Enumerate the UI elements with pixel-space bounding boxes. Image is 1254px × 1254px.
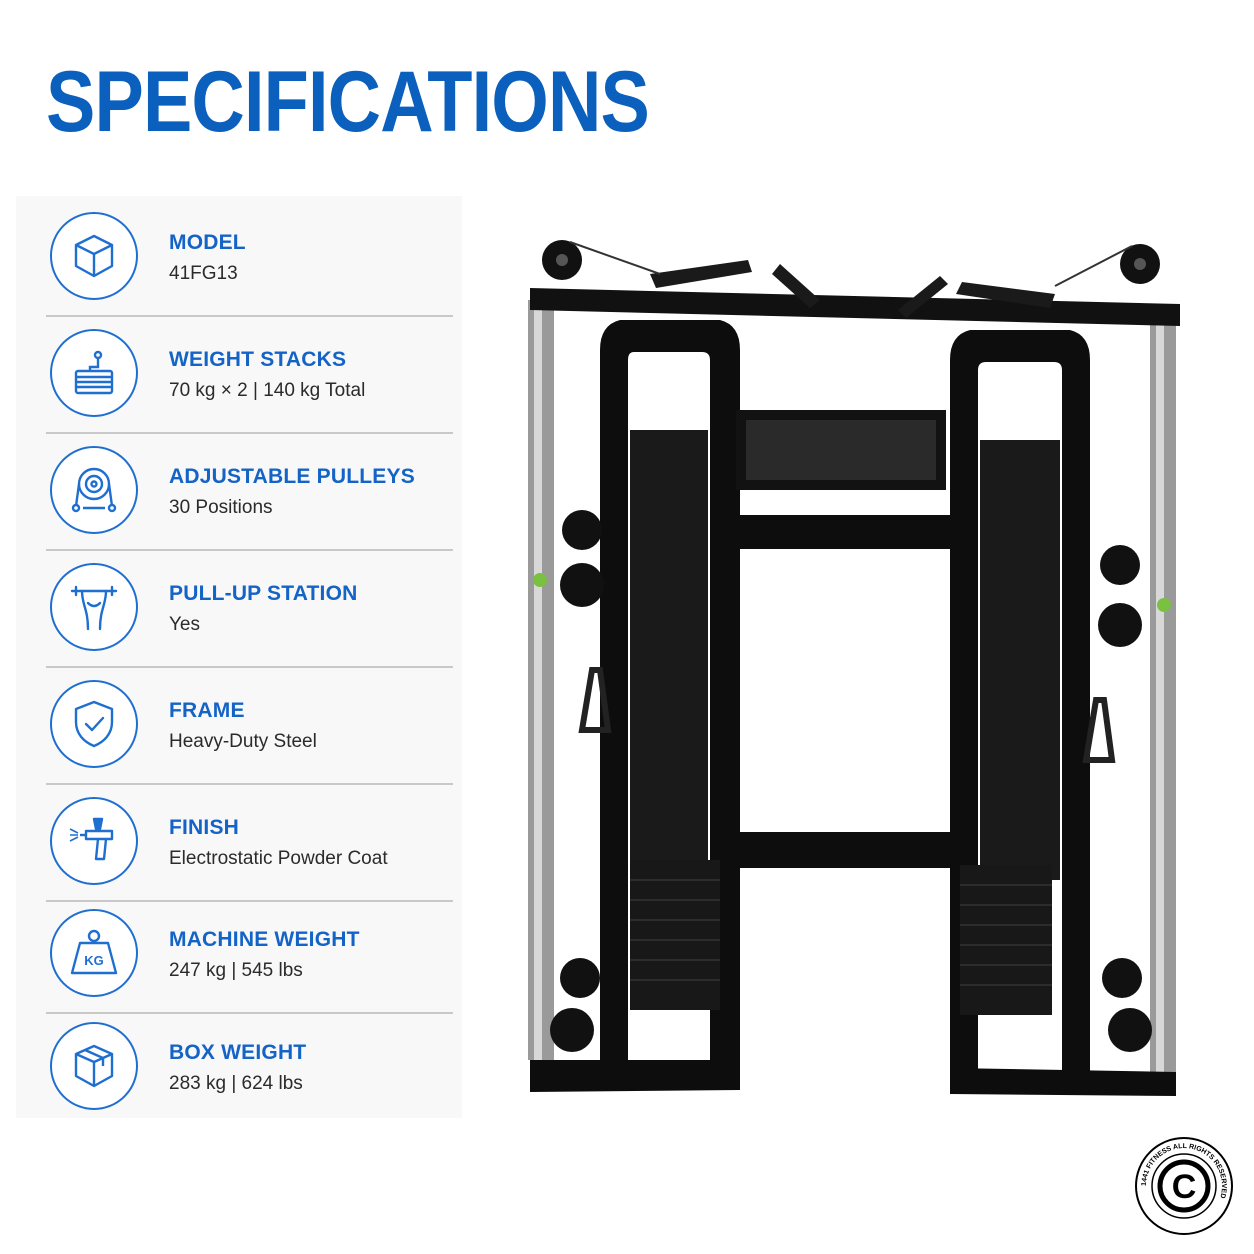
spec-value: 247 kg | 545 lbs: [169, 960, 303, 981]
spec-value: 30 Positions: [169, 497, 273, 518]
spec-value: 283 kg | 624 lbs: [169, 1073, 303, 1094]
page-title: SPECIFICATIONS: [46, 54, 650, 150]
cube-icon: [50, 212, 138, 300]
pull-up-bar-icon: [50, 563, 138, 651]
divider: [46, 432, 453, 434]
spec-value: Heavy-Duty Steel: [169, 731, 317, 752]
spec-row-box-weight: BOX WEIGHT 283 kg | 624 lbs: [46, 1010, 453, 1127]
kg-label: KG: [84, 953, 104, 968]
spec-row-weight-stacks: WEIGHT STACKS 70 kg × 2 | 140 kg Total: [46, 317, 453, 434]
divider: [46, 549, 453, 551]
spec-row-model: MODEL 41FG13: [46, 200, 453, 317]
spec-label: WEIGHT STACKS: [169, 348, 347, 371]
divider: [46, 315, 453, 317]
divider: [46, 783, 453, 785]
spec-row-pull-up-station: PULL-UP STATION Yes: [46, 551, 453, 668]
spec-value: Yes: [169, 614, 200, 635]
seal-symbol: C: [1172, 1168, 1197, 1206]
spec-label: FINISH: [169, 816, 240, 839]
spec-row-finish: FINISH Electrostatic Powder Coat: [46, 785, 453, 902]
box-icon: [50, 1022, 138, 1110]
spec-label: PULL-UP STATION: [169, 582, 358, 605]
divider: [46, 1012, 453, 1014]
copyright-seal-icon: 1441 FITNESS ALL RIGHTS RESERVED C: [1135, 1137, 1233, 1235]
spec-label: MODEL: [169, 231, 246, 254]
spec-label: ADJUSTABLE PULLEYS: [169, 465, 415, 488]
pulley-icon: [50, 446, 138, 534]
spec-value: Electrostatic Powder Coat: [169, 848, 388, 869]
spec-value: 70 kg × 2 | 140 kg Total: [169, 380, 366, 401]
weight-stack-icon: [50, 329, 138, 417]
spec-row-machine-weight: KG MACHINE WEIGHT 247 kg | 545 lbs: [46, 897, 453, 1014]
spec-row-frame: FRAME Heavy-Duty Steel: [46, 668, 453, 785]
spec-label: MACHINE WEIGHT: [169, 928, 360, 951]
functional-trainer-image: [528, 240, 1180, 1096]
spec-label: FRAME: [169, 699, 245, 722]
spec-value: 41FG13: [169, 263, 238, 284]
divider: [46, 666, 453, 668]
spec-row-adjustable-pulleys: ADJUSTABLE PULLEYS 30 Positions: [46, 434, 453, 551]
spray-gun-icon: [50, 797, 138, 885]
kg-weight-icon: KG: [50, 909, 138, 997]
shield-check-icon: [50, 680, 138, 768]
divider: [46, 900, 453, 902]
spec-label: BOX WEIGHT: [169, 1041, 307, 1064]
